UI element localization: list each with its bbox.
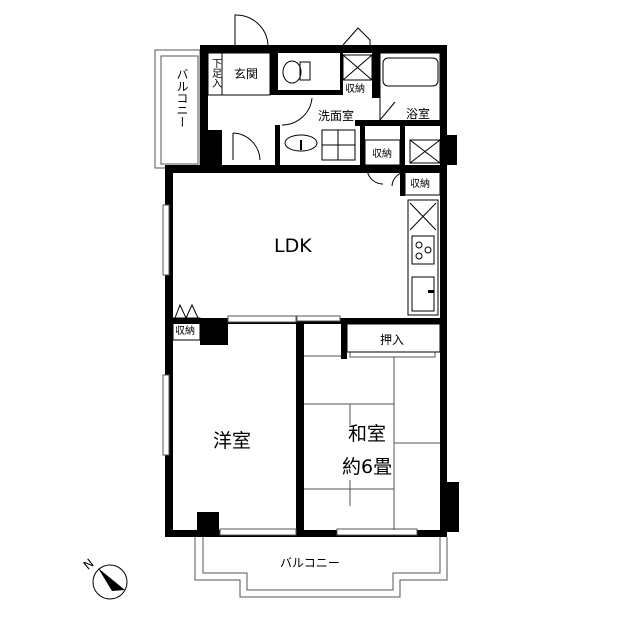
window: [219, 528, 297, 536]
compass-north-label: N: [81, 556, 97, 572]
closet-label: 押入: [380, 333, 404, 347]
storage-top-label: 収納: [345, 82, 365, 95]
kitchen-counter: [407, 199, 439, 316]
toilet-icon: [282, 60, 311, 84]
storage-door[interactable]: [366, 167, 406, 187]
storage-door[interactable]: [342, 27, 371, 46]
sliding-door[interactable]: [227, 315, 297, 323]
bathtub-icon: [379, 52, 441, 122]
window: [162, 374, 170, 456]
sink-icon: [284, 134, 318, 152]
ldk-label: LDK: [274, 235, 312, 257]
shoe-storage-label: 下足入: [210, 58, 222, 88]
japanese-room-label: 和室: [348, 423, 386, 445]
storage-right-label: 収納: [410, 177, 430, 190]
entrance-label: 玄関: [234, 66, 258, 81]
storage-left-label: 収納: [175, 324, 195, 337]
storage-x-box: [409, 139, 441, 164]
inner-door[interactable]: [232, 132, 261, 161]
washroom-label: 洗面室: [318, 108, 354, 123]
window: [162, 204, 170, 276]
closet-sliding-door[interactable]: [349, 351, 436, 358]
bathroom-label: 浴室: [406, 106, 430, 121]
sliding-door[interactable]: [296, 315, 341, 322]
western-room-label: 洋室: [213, 430, 251, 452]
walls: [165, 45, 459, 537]
japanese-room-size-label: 約6畳: [342, 456, 392, 478]
bathroom-door[interactable]: [379, 98, 396, 122]
tatami-lines: [304, 355, 440, 530]
storage-mid-label: 収納: [372, 147, 392, 160]
balcony-left-label: バルコニー: [175, 68, 189, 128]
entrance-door[interactable]: [234, 14, 269, 46]
window: [336, 528, 418, 536]
storage-door[interactable]: [174, 303, 199, 319]
balcony-bottom-label: バルコニー: [280, 556, 340, 570]
balcony-bottom: [194, 537, 448, 598]
north-compass-icon: N: [81, 556, 128, 600]
washroom-door[interactable]: [281, 97, 313, 126]
storage-x-box: [342, 54, 373, 81]
washing-machine-space: [321, 129, 356, 161]
